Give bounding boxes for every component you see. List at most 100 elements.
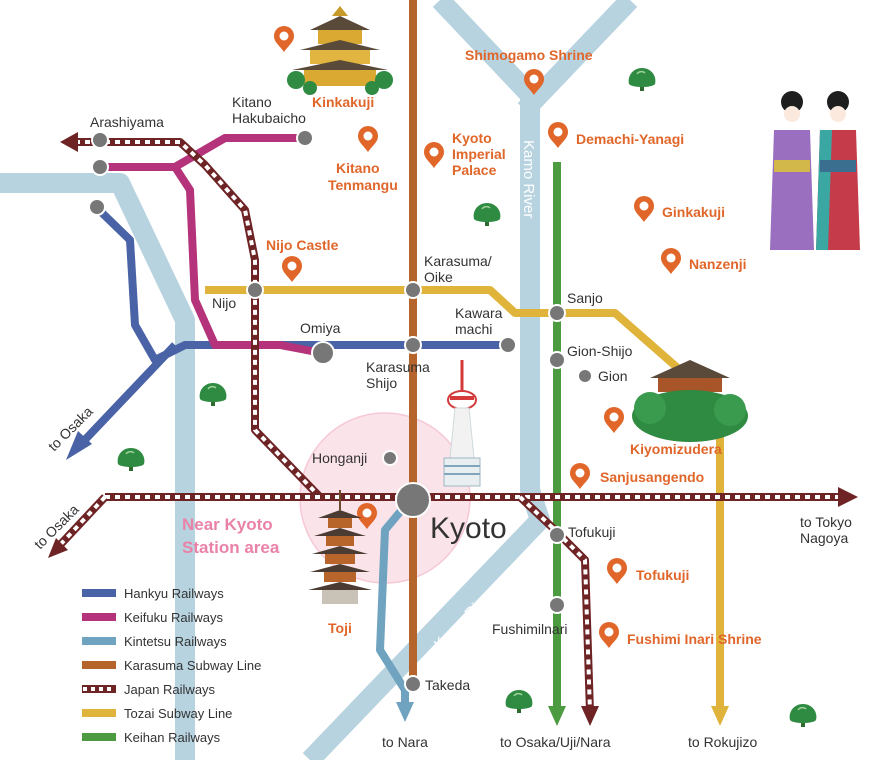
- tree-icon: [788, 703, 818, 728]
- poi-label-demachi: Demachi-Yanagi: [576, 131, 684, 147]
- station-karasuma-shijo-dot: [404, 336, 422, 354]
- legend-label: Kintetsu Railways: [124, 634, 227, 649]
- to-osaka-west-arrow: [66, 431, 92, 460]
- destination-to-rokujizo: to Rokujizo: [688, 734, 757, 750]
- station-label-karasuma-shijo-2: Shijo: [366, 375, 397, 391]
- map-pin-icon: [358, 126, 378, 152]
- poi-label-ginkakuji: Ginkakuji: [662, 204, 725, 220]
- station-kitano-dot: [296, 129, 314, 147]
- station-label-kawaramachi-2: machi: [455, 321, 492, 337]
- map-pin-icon: [282, 256, 302, 282]
- legend-swatch: [82, 613, 116, 621]
- station-karasuma-oike-dot: [404, 281, 422, 299]
- legend-item: Keihan Railways: [82, 730, 221, 745]
- legend-label: Karasuma Subway Line: [124, 658, 261, 673]
- station-gion-shijo-dot: [548, 351, 566, 369]
- legend-item: Tozai Subway Line: [82, 706, 232, 721]
- to-nara-arrow: [396, 702, 414, 722]
- station-label-honganji: Honganji: [312, 450, 367, 466]
- kamo-river-west-branch: [432, 0, 538, 102]
- kintetsu-line: [376, 497, 414, 708]
- legend-swatch: [82, 637, 116, 645]
- station-label-hakubaicho: Hakubaicho: [232, 110, 306, 126]
- legend-label: Keihan Railways: [124, 730, 221, 745]
- to-arashiyama-arrow: [60, 132, 78, 152]
- legend-item: Keifuku Railways: [82, 610, 223, 625]
- tree-icon: [198, 382, 228, 407]
- tree-icon: [116, 447, 146, 472]
- poi-label-tofukuji: Tofukuji: [636, 567, 689, 583]
- legend-label: Japan Railways: [124, 682, 216, 697]
- poi-label-toji: Toji: [328, 620, 352, 636]
- poi-label-kitano-tenmangu-2: Tenmangu: [328, 177, 398, 193]
- to-fushimi-arrow: [581, 706, 599, 726]
- station-label-kawaramachi-1: Kawara: [455, 305, 503, 321]
- river-layer: [0, 0, 638, 760]
- to-osaka-southwest-arrow: [48, 538, 68, 558]
- station-arashiyama-dot: [91, 131, 109, 149]
- poi-label-nijo-castle: Nijo Castle: [266, 237, 339, 253]
- map-pin-icon: [570, 463, 590, 489]
- poi-label-kiyomizudera: Kiyomizudera: [630, 441, 722, 457]
- legend-swatch: [82, 661, 116, 669]
- legend-item: Japan Railways: [82, 682, 216, 697]
- station-nijo-dot: [246, 281, 264, 299]
- station-label-karasuma-oike-2: Oike: [424, 269, 453, 285]
- poi-label-sanjusangendo: Sanjusangendo: [600, 469, 704, 485]
- station-label-kitano: Kitano: [232, 94, 272, 110]
- station-omiya-dot: [311, 341, 335, 365]
- map-pin-icon: [634, 196, 654, 222]
- station-hankyu-arashiyama-dot: [88, 198, 106, 216]
- station-dots: [88, 129, 593, 693]
- map-pin-icon: [661, 248, 681, 274]
- tree-icon: [472, 202, 502, 227]
- station-kawaramachi-dot: [499, 336, 517, 354]
- legend-swatch: [82, 733, 116, 741]
- station-label-gion: Gion: [598, 368, 628, 384]
- station-label-sanjo: Sanjo: [567, 290, 603, 306]
- map-pin-icon: [424, 142, 444, 168]
- destination-nagoya: Nagoya: [800, 530, 848, 546]
- station-label-tofukuji: Tofukuji: [568, 524, 615, 540]
- kamo-river-east-branch: [517, 0, 638, 117]
- map-pin-icon: [548, 122, 568, 148]
- station-gion-dot: [577, 368, 593, 384]
- tree-icon: [504, 689, 534, 714]
- station-label-nijo: Nijo: [212, 295, 236, 311]
- legend-swatch: [82, 709, 116, 717]
- station-takeda-dot: [404, 675, 422, 693]
- japan-railways-line: [57, 138, 840, 713]
- legend-swatch: [82, 589, 116, 597]
- temple-icon: [632, 360, 748, 442]
- legend-item: Kintetsu Railways: [82, 634, 227, 649]
- tower-icon: [443, 360, 481, 487]
- station-label-omiya: Omiya: [300, 320, 341, 336]
- station-label-karasuma-oike-1: Karasuma/: [424, 253, 492, 269]
- hankyu-line-to-osaka: [77, 342, 178, 448]
- poi-label-shimogamo: Shimogamo Shrine: [465, 47, 593, 63]
- destination-to-osaka-west: to Osaka: [45, 403, 96, 454]
- station-sanjo-dot: [548, 304, 566, 322]
- station-label-kyoto: Kyoto: [430, 512, 507, 545]
- to-osaka-uji-nara-arrow: [548, 706, 566, 726]
- map-pin-icon: [599, 622, 619, 648]
- legend-label: Hankyu Railways: [124, 586, 224, 601]
- station-label-takeda: Takeda: [425, 677, 470, 693]
- poi-label-imperial-3: Palace: [452, 162, 497, 178]
- destination-to-osaka-uji-nara: to Osaka/Uji/Nara: [500, 734, 611, 750]
- geisha-illustration: [770, 91, 860, 250]
- kamo-river-main: [302, 95, 550, 760]
- legend-item: Karasuma Subway Line: [82, 658, 261, 673]
- poi-label-kinkakuji: Kinkakuji: [312, 94, 374, 110]
- map-pin-icon: [607, 558, 627, 584]
- poi-label-fushimi-inari: Fushimi Inari Shrine: [627, 631, 762, 647]
- poi-label-imperial-2: Imperial: [452, 146, 506, 162]
- river-label-kamo-north: Kamo River: [520, 140, 537, 218]
- poi-label-nanzenji: Nanzenji: [689, 256, 747, 272]
- to-rokujizo-arrow: [711, 706, 729, 726]
- destination-to-nara: to Nara: [382, 734, 428, 750]
- destination-to-tokyo: to Tokyo: [800, 514, 852, 530]
- station-keifuku-arashiyama-dot: [91, 158, 109, 176]
